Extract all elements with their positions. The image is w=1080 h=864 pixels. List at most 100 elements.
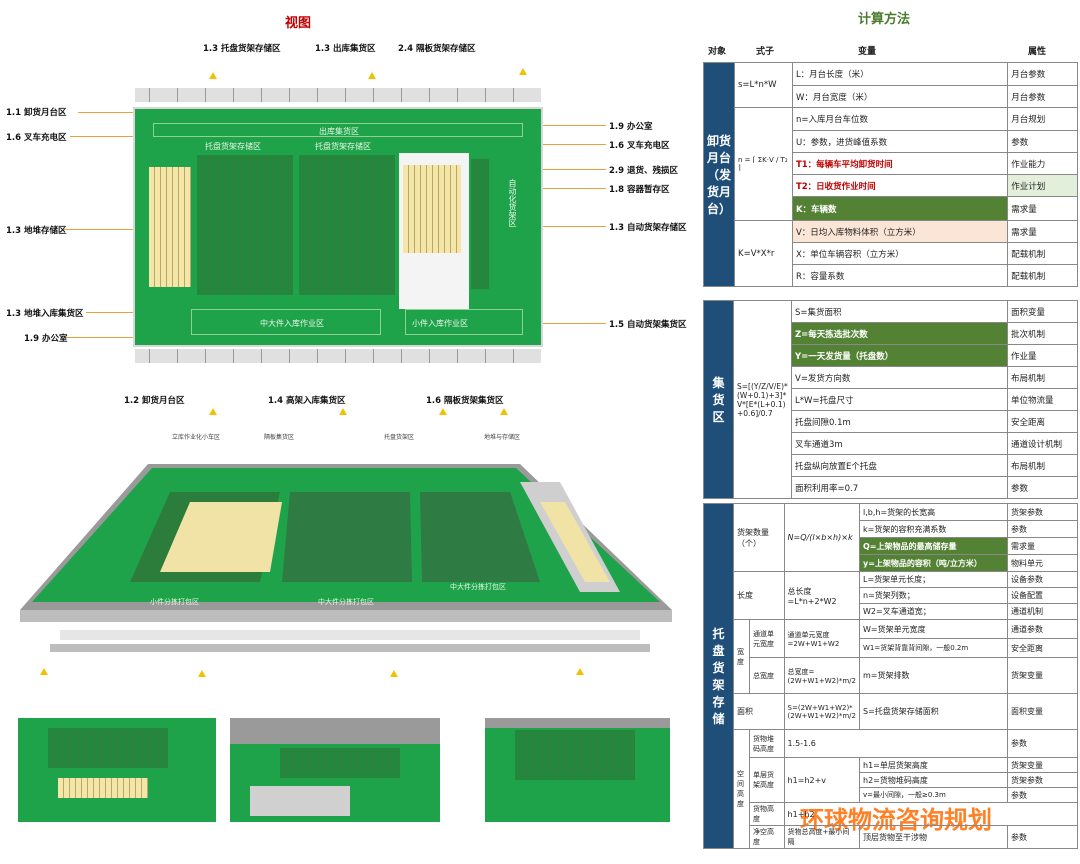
attr-cell: 通道设计机制 bbox=[1007, 432, 1078, 455]
attr-cell: 通道参数 bbox=[1007, 619, 1078, 639]
header-attribute: 属性 bbox=[1028, 47, 1047, 57]
label-forklift-charging-right: 1.6 叉车充电区 bbox=[609, 141, 670, 151]
header-formula: 式子 bbox=[756, 47, 775, 57]
var-cell: U：参数，进货峰值系数 bbox=[791, 130, 1009, 153]
leader-line bbox=[530, 125, 606, 126]
attr-cell: 需求量 bbox=[1007, 537, 1078, 555]
label-space-height: 空间高度 bbox=[733, 729, 750, 849]
attr-cell: 批次机制 bbox=[1007, 322, 1078, 345]
attr-cell: 作业量 bbox=[1007, 344, 1078, 367]
attr-cell: 作业计划 bbox=[1007, 174, 1078, 197]
flow-arrow-icon bbox=[339, 408, 347, 415]
leader-line bbox=[480, 323, 606, 324]
var-cell: L=货架单元长度； bbox=[859, 571, 1008, 588]
attr-cell: 月台参数 bbox=[1007, 85, 1078, 108]
label-goods-height: 货物高度 bbox=[749, 802, 785, 826]
attr-cell: 面积变量 bbox=[1007, 300, 1078, 323]
value-stack-height: 1.5-1.6 bbox=[783, 729, 1009, 758]
iso-label: 立库作业化小车区 bbox=[172, 434, 221, 441]
var-cell: h1=单层货架高度 bbox=[859, 757, 1008, 773]
label-shelf-staging: 1.6 隔板货架集货区 bbox=[426, 396, 504, 406]
attr-cell: 配载机制 bbox=[1007, 264, 1078, 287]
iso-label: 地堆与存储区 bbox=[484, 434, 521, 441]
label-auto-rack-storage: 1.3 自动货架存储区 bbox=[609, 223, 687, 233]
flow-arrow-icon bbox=[209, 408, 217, 415]
var-cell: S=托盘货架存储面积 bbox=[859, 693, 1008, 730]
zone-outbound-band: 出库集货区 bbox=[153, 123, 523, 137]
attr-cell: 单位物流量 bbox=[1007, 388, 1078, 411]
leader-line bbox=[480, 226, 606, 227]
var-cell: V：日均入库物料体积（立方米） bbox=[791, 220, 1009, 243]
var-cell: l,b,h=货架的长宽高 bbox=[859, 503, 1008, 521]
attr-cell: 面积变量 bbox=[1007, 693, 1078, 730]
warehouse-floor-plan: 出库集货区 托盘货架存储区 托盘货架存储区 自动化货架区 中大件入库作业区 小件… bbox=[133, 107, 543, 347]
flow-arrow-icon bbox=[439, 408, 447, 415]
leader-line bbox=[70, 136, 134, 137]
var-cell: k=货架的容积充满系数 bbox=[859, 520, 1008, 538]
var-cell: W：月台宽度（米） bbox=[791, 85, 1009, 108]
thumbnail-view-3 bbox=[485, 718, 670, 822]
section-name-dock: 卸货月台（发货月台） bbox=[703, 62, 735, 287]
label-floor-inbound-staging: 1.3 地堆入库集货区 bbox=[6, 309, 84, 319]
attr-cell: 安全距离 bbox=[1007, 410, 1078, 433]
table-section-dock: 卸货月台（发货月台） s=L*n*W L：月台长度（米） 月台参数 W：月台宽度… bbox=[703, 62, 1078, 287]
attr-cell: 货架变量 bbox=[1007, 757, 1078, 773]
section-name-pallet-rack: 托盘货架存储 bbox=[703, 503, 734, 849]
label-width: 宽度 bbox=[733, 619, 750, 694]
var-cell: v=最小间隙，一般≥0.3m bbox=[859, 787, 1008, 803]
formula-total-width: 总宽度=(2W+W1+W2)*m/2 bbox=[783, 657, 861, 694]
leader-line bbox=[66, 337, 136, 338]
table-section-staging: 集货区 S=[(Y/Z/V/E)*(W+0.1)+3]*V*[E*(L+0.1)… bbox=[703, 300, 1078, 499]
var-cell: L*W=托盘尺寸 bbox=[791, 388, 1008, 411]
formula-vehicle-count: K=V*X*r bbox=[734, 220, 793, 287]
attr-cell: 物料单元 bbox=[1007, 554, 1078, 572]
var-cell: n=货架列数； bbox=[859, 587, 1008, 604]
label-forklift-charging: 1.6 叉车充电区 bbox=[6, 133, 67, 143]
table-section-pallet-rack: 托盘货架存储 货架数量（个） N=Q/(l×b×h)×k l,b,h=货架的长宽… bbox=[703, 503, 1079, 849]
attr-cell: 月台规划 bbox=[1007, 107, 1078, 131]
calc-title: 计算方法 bbox=[858, 12, 911, 27]
var-cell: Z=每天拣选批次数 bbox=[791, 322, 1008, 345]
floor-stack-pallets bbox=[149, 167, 191, 287]
label-length: 长度 bbox=[733, 571, 785, 620]
label-auto-rack-staging: 1.5 自动货架集货区 bbox=[609, 320, 687, 330]
var-cell: h2=货物堆码高度 bbox=[859, 772, 1008, 788]
iso-label: 隔板集货区 bbox=[264, 434, 295, 441]
label-high-rack-inbound: 1.4 高架入库集货区 bbox=[268, 396, 346, 406]
var-cell: 托盘纵向放置E个托盘 bbox=[791, 454, 1008, 477]
attr-cell: 参数 bbox=[1007, 787, 1078, 803]
label-total-width: 总宽度 bbox=[749, 657, 785, 694]
leader-line bbox=[64, 229, 144, 230]
header-object: 对象 bbox=[708, 47, 727, 57]
iso-floor-label: 中大件分拣打包区 bbox=[450, 583, 506, 591]
iso-floor-label: 中大件分拣打包区 bbox=[318, 598, 374, 606]
label-rack-qty: 货架数量（个） bbox=[733, 503, 785, 572]
label-shelf-storage: 2.4 隔板货架存储区 bbox=[398, 44, 476, 54]
label-area: 面积 bbox=[733, 693, 785, 730]
var-cell: m=货架排数 bbox=[859, 657, 1008, 694]
flow-arrow-icon bbox=[390, 670, 398, 677]
label-container-staging: 1.8 容器暂存区 bbox=[609, 185, 670, 195]
var-cell: S=集货面积 bbox=[791, 300, 1008, 323]
leader-line bbox=[530, 144, 606, 145]
attr-cell: 需求量 bbox=[1007, 220, 1078, 243]
iso-floor-label: 小件分拣打包区 bbox=[150, 598, 199, 606]
thumbnail-view-2 bbox=[230, 718, 440, 822]
attr-cell: 布局机制 bbox=[1007, 454, 1078, 477]
label-office-left: 1.9 办公室 bbox=[24, 334, 68, 344]
flow-arrow-icon bbox=[500, 408, 508, 415]
var-cell: n=入库月台车位数 bbox=[791, 107, 1009, 131]
var-cell: 面积利用率=0.7 bbox=[791, 476, 1008, 499]
var-cell: 托盘间隙0.1m bbox=[791, 410, 1008, 433]
zone-label-rack-a: 托盘货架存储区 bbox=[205, 142, 261, 151]
var-cell: V=发货方向数 bbox=[791, 366, 1008, 389]
var-cell: W2=叉车通道宽； bbox=[859, 603, 1008, 620]
label-unloading-dock: 1.1 卸货月台区 bbox=[6, 108, 67, 118]
thumbnail-view-1 bbox=[18, 718, 216, 822]
leader-line bbox=[78, 112, 134, 113]
isometric-warehouse-render bbox=[20, 464, 672, 652]
flow-arrow-icon bbox=[519, 68, 527, 75]
attr-cell: 设备参数 bbox=[1007, 571, 1078, 588]
label-clear-height: 净空高度 bbox=[749, 825, 785, 849]
formula-aisle-unit-width: 通道单元宽度=2W+W1+W2 bbox=[783, 619, 861, 658]
